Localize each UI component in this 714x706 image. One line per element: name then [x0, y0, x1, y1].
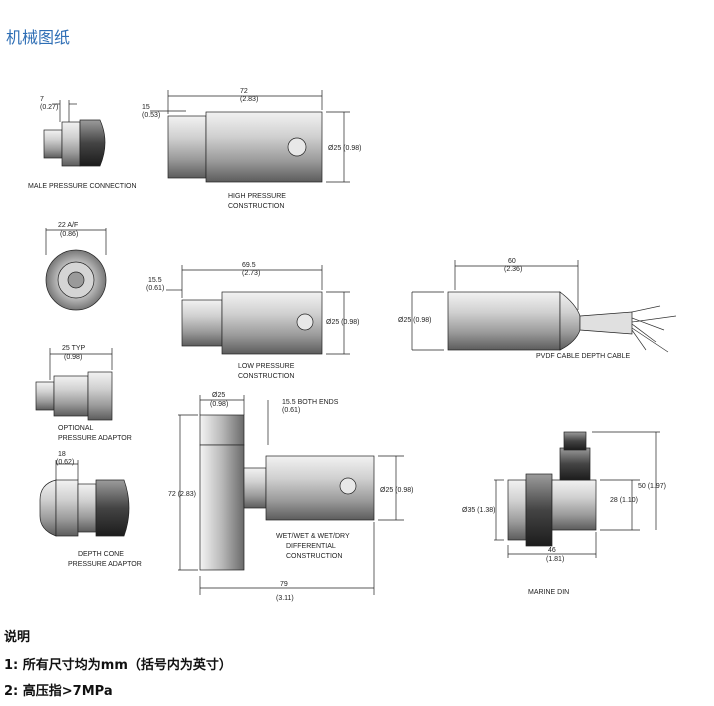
label-optional-1: OPTIONAL [58, 425, 94, 432]
dim-dia25-top: Ø25 [212, 392, 225, 399]
label-marine-din: MARINE DIN [528, 589, 569, 596]
label-depth-1: DEPTH CONE [78, 551, 124, 558]
dim-72-in: (2.83) [240, 96, 258, 103]
label-low-2: CONSTRUCTION [238, 373, 294, 380]
dim-79: 79 [280, 581, 288, 588]
male-connection-part [43, 100, 106, 167]
dim-22af: 22 A/F [58, 222, 78, 229]
label-wet-3: CONSTRUCTION [286, 553, 342, 560]
dim-15-5-in: (0.61) [146, 285, 164, 292]
pvdf-cable-part [411, 260, 677, 353]
note-2: 2: 高压指>7MPa [4, 684, 113, 699]
page-title: 机械图纸 [6, 28, 71, 47]
dim-dia25-diff: Ø25 (0.98) [380, 487, 413, 494]
dim-15: 15 [142, 104, 150, 111]
dim-7: 7 [40, 96, 44, 103]
marine-din-part [494, 431, 660, 558]
dim-69-5: 69.5 [242, 262, 256, 269]
dim-25-typ-in: (0.98) [64, 354, 82, 361]
dim-50: 50 (1.97) [638, 483, 666, 490]
dim-25-typ: 25 TYP [62, 345, 86, 352]
dim-79-in: (3.11) [276, 595, 294, 602]
dim-15-5-both: 15.5 BOTH ENDS [282, 399, 339, 406]
dim-60: 60 [508, 258, 516, 265]
label-wet-2: DIFFERENTIAL [286, 543, 336, 550]
dim-69-5-in: (2.73) [242, 270, 260, 277]
label-high-1: HIGH PRESSURE [228, 193, 286, 200]
dim-dia25-top-in: (0.98) [210, 401, 228, 408]
dim-15-5-both-in: (0.61) [282, 407, 300, 414]
dim-dia25-low: Ø25 (0.98) [326, 319, 359, 326]
differential-part [178, 395, 404, 595]
mechanical-drawing: 7 (0.27) 15 (0.53) 72 (2.83) Ø25 (0.98) … [28, 88, 677, 602]
dim-46: 46 [548, 547, 556, 554]
label-wet-1: WET/WET & WET/DRY [276, 533, 350, 540]
label-pvdf: PVDF CABLE DEPTH CABLE [536, 353, 630, 360]
dim-7-in: (0.27) [40, 104, 58, 111]
label-optional-2: PRESSURE ADAPTOR [58, 435, 132, 442]
dim-22af-in: (0.86) [60, 231, 78, 238]
dim-15-in: (0.53) [142, 112, 160, 119]
dim-60-in: (2.36) [504, 266, 522, 273]
label-male-connection: MALE PRESSURE CONNECTION [28, 183, 137, 190]
label-depth-2: PRESSURE ADAPTOR [68, 561, 142, 568]
dim-15-5: 15.5 [148, 277, 162, 284]
dim-46-in: (1.81) [546, 556, 564, 563]
dim-72: 72 [240, 88, 248, 95]
note-1: 1: 所有尺寸均为mm（括号内为英寸） [4, 658, 232, 673]
dim-dia25-pvdf: Ø25 (0.98) [398, 317, 431, 324]
dim-18: 18 [58, 451, 66, 458]
dim-dia35: Ø35 (1.38) [462, 507, 495, 514]
notes-heading: 说明 [4, 630, 31, 645]
dim-dia25-high: Ø25 (0.98) [328, 145, 361, 152]
depth-cone-part [39, 460, 130, 537]
nut-top-view [45, 228, 107, 311]
dim-72-vertical: 72 (2.83) [168, 491, 196, 498]
optional-adaptor-part [35, 348, 113, 421]
dim-18-in: (0.62) [56, 459, 74, 466]
label-high-2: CONSTRUCTION [228, 203, 284, 210]
low-pressure-part [166, 265, 350, 355]
dim-28: 28 (1.10) [610, 497, 638, 504]
label-low-1: LOW PRESSURE [238, 363, 295, 370]
high-pressure-part [150, 90, 350, 183]
